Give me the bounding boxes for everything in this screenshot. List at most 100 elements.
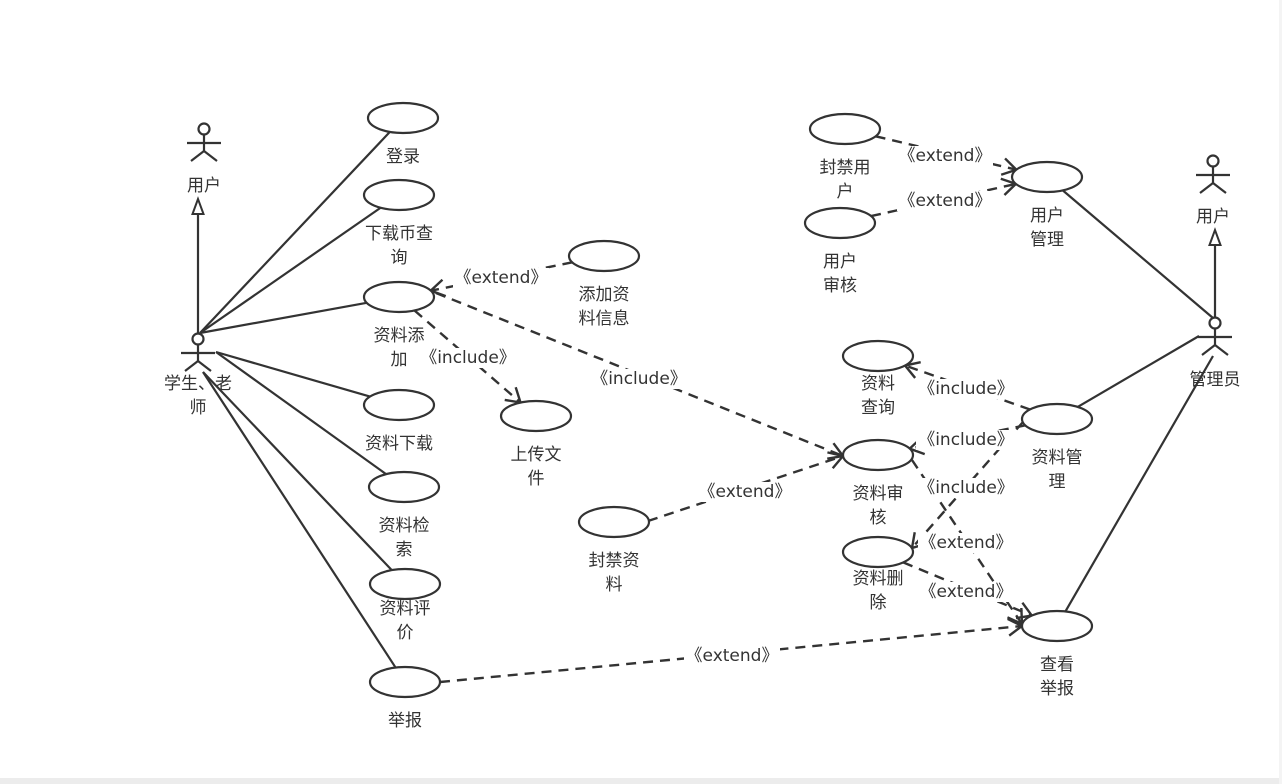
use-case-material-add[interactable] — [362, 280, 436, 314]
use-case-view-report[interactable] — [1020, 609, 1094, 643]
use-case-ellipse[interactable] — [367, 470, 441, 504]
dependency-line — [904, 364, 1031, 411]
use-case-label: 资料下载 — [365, 434, 433, 454]
use-case-label: 资料检 — [379, 516, 430, 536]
use-case-user-manage[interactable] — [1010, 160, 1084, 194]
association-material-review-rate — [202, 371, 393, 571]
use-case-material-search[interactable] — [367, 470, 441, 504]
use-case-ellipse[interactable] — [803, 206, 877, 240]
use-case-label: 料 — [606, 575, 623, 595]
generalization-arrowhead-icon — [191, 196, 205, 215]
actor-leg-left — [1201, 344, 1216, 356]
use-case-label: 户 — [837, 182, 854, 202]
use-case-label: 件 — [528, 469, 545, 489]
actor-label: 学生、老 — [164, 374, 232, 394]
use-case-label: 用户 — [1030, 206, 1064, 226]
use-case-label: 下载币查 — [365, 224, 433, 244]
use-case-ellipse[interactable] — [362, 280, 436, 314]
use-case-ban-material[interactable] — [577, 505, 651, 539]
use-case-label: 理 — [1049, 472, 1066, 492]
use-case-label: 上传文 — [511, 445, 562, 465]
use-case-material-audit[interactable] — [841, 438, 915, 472]
use-case-ellipse[interactable] — [362, 388, 436, 422]
use-case-ellipse[interactable] — [368, 567, 442, 601]
use-case-label: 添加资 — [579, 285, 630, 305]
use-case-ellipse[interactable] — [841, 339, 915, 373]
use-case-label: 资料 — [861, 374, 895, 394]
use-case-label: 管理 — [1030, 230, 1064, 250]
actor-leg-left — [1199, 182, 1214, 194]
stereotype-label-bg — [916, 379, 1016, 399]
use-case-label: 查询 — [861, 398, 895, 418]
use-case-login[interactable] — [366, 101, 440, 135]
stereotype-label: 《extend》 — [920, 533, 1013, 553]
use-case-user-audit[interactable] — [803, 206, 877, 240]
actor-admin[interactable] — [1198, 316, 1232, 356]
use-case-label: 登录 — [386, 147, 420, 167]
use-case-ellipse[interactable] — [368, 665, 442, 699]
actor-student-teacher[interactable] — [181, 332, 215, 372]
use-case-label: 资料删 — [853, 569, 904, 589]
use-case-material-query[interactable] — [841, 339, 915, 373]
stereotype-label: 《include》 — [918, 379, 1014, 399]
use-case-material-download[interactable] — [362, 388, 436, 422]
use-case-label: 审核 — [823, 276, 857, 296]
use-case-label: 查看 — [1040, 655, 1074, 675]
actor-label: 用户 — [1196, 207, 1230, 227]
use-case-ellipse[interactable] — [567, 239, 641, 273]
actor-head-icon — [191, 332, 205, 346]
use-case-ellipse[interactable] — [1020, 402, 1094, 436]
use-case-material-manage[interactable] — [1020, 402, 1094, 436]
actor-label: 管理员 — [1190, 370, 1241, 390]
actor-user-left[interactable] — [187, 122, 221, 162]
association-view-report — [1064, 355, 1214, 612]
association-material-search — [215, 351, 387, 476]
use-case-material-delete[interactable] — [841, 535, 915, 569]
actor-user-right[interactable] — [1196, 154, 1230, 194]
stereotype-label: 《extend》 — [920, 582, 1013, 602]
use-case-ellipse[interactable] — [808, 112, 882, 146]
actor-leg-right — [197, 360, 212, 372]
use-case-ellipse[interactable] — [362, 178, 436, 212]
dependency-line — [435, 291, 844, 458]
use-case-report[interactable] — [368, 665, 442, 699]
use-case-material-review-rate[interactable] — [368, 567, 442, 601]
stereotype-label: 《extend》 — [699, 482, 792, 502]
use-case-add-material-info[interactable] — [567, 239, 641, 273]
use-case-label: 资料管 — [1032, 448, 1083, 468]
use-case-ellipse[interactable] — [499, 399, 573, 433]
use-case-coin-query[interactable] — [362, 178, 436, 212]
stereotype-label-bg — [918, 533, 1014, 553]
association-material-add — [199, 301, 367, 335]
use-case-ellipse[interactable] — [1020, 609, 1094, 643]
use-case-ellipse[interactable] — [577, 505, 651, 539]
stereotype-label: 《include》 — [591, 369, 687, 389]
use-case-label: 资料评 — [380, 599, 431, 619]
stereotype-label: 《include》 — [420, 348, 516, 368]
use-case-upload-file[interactable] — [499, 399, 573, 433]
use-case-label: 举报 — [388, 711, 422, 731]
use-case-ellipse[interactable] — [841, 535, 915, 569]
dependency-line — [911, 421, 1024, 549]
use-case-label: 索 — [396, 540, 413, 560]
stereotype-label-bg — [918, 582, 1014, 602]
use-case-label: 封禁用 — [820, 158, 871, 178]
stereotype-label: 《extend》 — [899, 146, 992, 166]
association-login — [199, 131, 391, 334]
use-case-label: 用户 — [823, 252, 857, 272]
use-case-ellipse[interactable] — [841, 438, 915, 472]
use-case-ellipse[interactable] — [1010, 160, 1084, 194]
use-case-ellipse[interactable] — [366, 101, 440, 135]
window-bottom-edge — [0, 778, 1282, 784]
association-user-manage — [1062, 189, 1214, 319]
use-case-ban-user[interactable] — [808, 112, 882, 146]
actor-label: 师 — [190, 398, 207, 418]
actor-leg-right — [1214, 344, 1229, 356]
stereotype-label-bg — [897, 146, 993, 166]
generalization-arrowhead-icon — [1208, 227, 1222, 246]
association-report — [202, 371, 397, 669]
stereotype-label: 《extend》 — [455, 268, 548, 288]
association-material-manage — [1077, 335, 1200, 408]
stereotype-label-bg — [897, 191, 993, 211]
